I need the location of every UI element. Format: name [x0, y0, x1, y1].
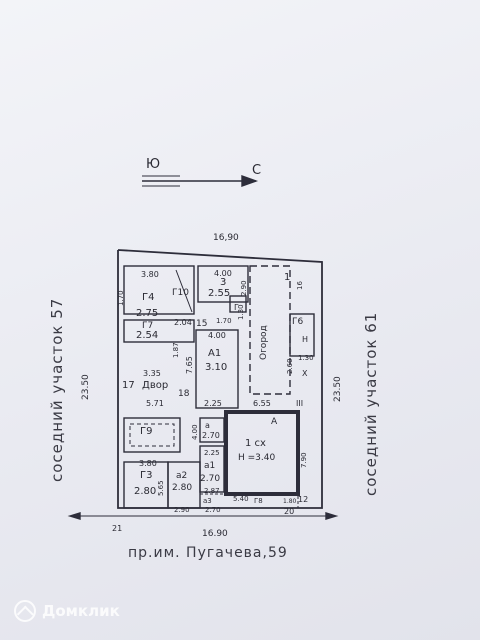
- dim-290b: 2.90: [174, 506, 190, 514]
- label-x: Х: [302, 369, 308, 378]
- label-21: 21: [112, 524, 122, 533]
- a1s-area: 2.70: [200, 474, 220, 484]
- g4-label: Г4: [142, 292, 154, 303]
- dim-204: 2.04: [174, 318, 192, 327]
- num1-label: 1: [284, 272, 290, 283]
- top-width-dim: 16,90: [213, 233, 239, 243]
- room3-area: 2.55: [208, 288, 230, 299]
- room-g4: [123, 265, 195, 315]
- room-g6: [289, 313, 315, 357]
- dim-270c: 2.70: [205, 506, 221, 514]
- dvor-number: 17: [122, 380, 135, 391]
- dim-225a: 2.25: [204, 399, 222, 408]
- compass-north-label: С: [252, 163, 261, 178]
- left-height-dim: 23.50: [81, 374, 91, 400]
- dim-540: 5.40: [233, 495, 249, 503]
- dim-170a: 1.70: [117, 290, 125, 306]
- a1-dim: 4.00: [208, 331, 226, 340]
- dim-565: 5.65: [157, 480, 165, 496]
- room3-dim: 4.00: [214, 269, 232, 278]
- dim-187: 1.87: [172, 342, 180, 358]
- label-20: 20: [284, 507, 294, 516]
- dvor-label: Двор: [142, 380, 168, 391]
- room-g-small: [229, 295, 247, 313]
- sx-label: 1 сх: [245, 438, 266, 449]
- neighbor-left-label: соседний участок 57: [48, 297, 66, 482]
- dim-130b: 1.30: [298, 354, 314, 362]
- a2-area: 2.80: [172, 483, 192, 493]
- g7-area: 2.54: [136, 330, 158, 341]
- room3-side: 2.90: [240, 280, 248, 296]
- g9-label: Г9: [140, 426, 152, 437]
- g10-label: Г10: [172, 288, 189, 298]
- g3-dim: 3.80: [139, 459, 157, 468]
- a-label: А: [271, 417, 278, 427]
- room-3: [197, 265, 249, 303]
- garden-area: [249, 265, 291, 395]
- room-a1: [195, 329, 239, 409]
- g7-label: Г7: [142, 321, 153, 331]
- a1s-label: а1: [204, 461, 215, 471]
- g6-label: Г6: [292, 317, 303, 327]
- room3-label: 3: [220, 277, 226, 288]
- label-12: 12: [298, 495, 308, 504]
- label-iii: III: [296, 399, 303, 408]
- g4-area: 2.75: [136, 308, 158, 319]
- compass-south-label: Ю: [146, 157, 160, 172]
- domclick-logo-icon: [14, 600, 36, 622]
- h-label: Н: [302, 335, 308, 344]
- dim-130: 1.30: [237, 304, 245, 320]
- room-g9: [123, 417, 181, 453]
- small-a-label: а: [205, 421, 210, 430]
- room-a1-small: [199, 445, 225, 493]
- bottom-width-dim: 16.90: [202, 529, 228, 539]
- dim-225b: 2.25: [204, 449, 220, 457]
- a2-label: а2: [176, 471, 187, 481]
- right-height-dim: 23.50: [333, 376, 343, 402]
- dim-180: 1.80: [283, 498, 297, 505]
- a3-label: а3: [203, 497, 212, 505]
- strip-a3-g8: [199, 493, 299, 509]
- small-a-dim: 2.70: [202, 431, 220, 440]
- dim-400b: 4.00: [191, 424, 199, 440]
- g8-label: Г8: [254, 497, 263, 505]
- dim-765: 7.65: [185, 356, 194, 374]
- lot-boundary: [117, 249, 323, 509]
- dim-790: 7.90: [300, 452, 308, 468]
- label-18: 18: [178, 389, 190, 399]
- label-16: 16: [296, 281, 304, 290]
- g3-area: 2.80: [134, 486, 156, 497]
- neighbor-right-label: соседний участок 61: [362, 311, 380, 496]
- watermark-text: Домклик: [42, 602, 120, 620]
- a1-label: А1: [208, 348, 221, 359]
- a1-area: 3.10: [205, 362, 227, 373]
- g-small-label: Г: [234, 303, 239, 312]
- address-label: пр.им. Пугачева,59: [128, 545, 288, 561]
- dim-287: 2.87: [204, 487, 220, 495]
- dim-335: 3.35: [143, 369, 161, 378]
- room-g7: [123, 319, 195, 343]
- g4-dim: 3.80: [141, 270, 159, 279]
- garden-label: Огород: [259, 325, 269, 360]
- g3-label: Г3: [140, 470, 152, 481]
- label-15: 15: [196, 319, 207, 329]
- dim-170b: 1.70: [216, 317, 232, 325]
- watermark: Домклик: [14, 600, 120, 622]
- compass-arrow-icon: [241, 175, 259, 187]
- dim-655: 6.55: [253, 399, 271, 408]
- sx-height: Н =3.40: [238, 453, 275, 463]
- dim-260: 2.60: [286, 358, 294, 374]
- dim-571: 5.71: [146, 399, 164, 408]
